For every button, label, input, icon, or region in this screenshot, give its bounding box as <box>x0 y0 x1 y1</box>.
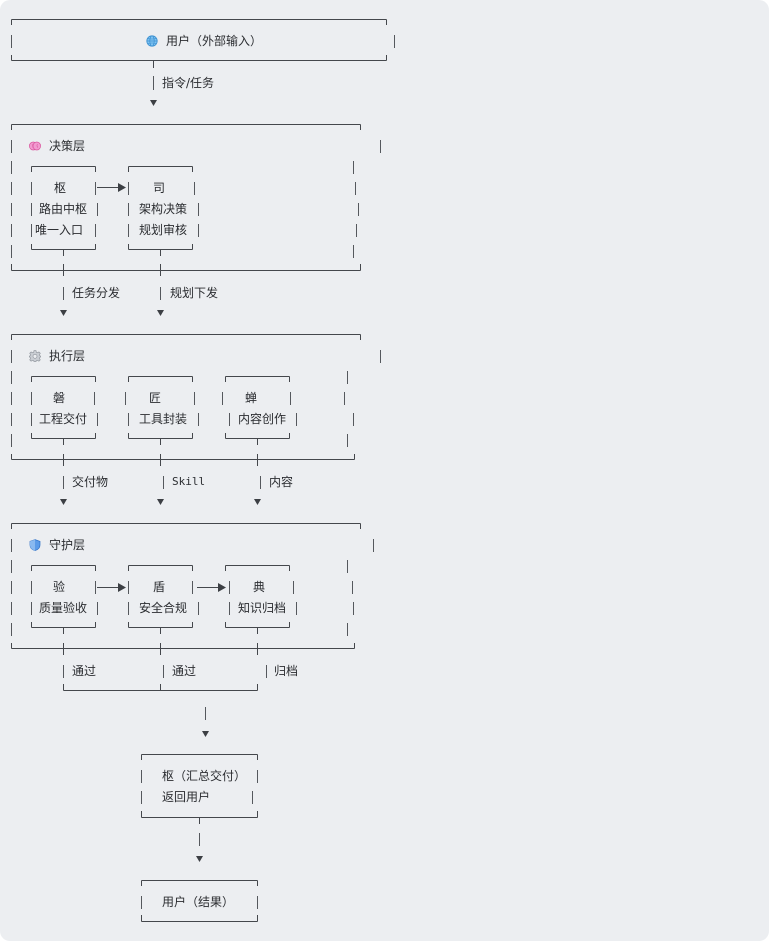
node-dian-line-1: 知识归档 <box>238 601 287 615</box>
guard-to-summary-connectors <box>63 643 267 737</box>
node-shu-line-1: 路由中枢 <box>39 202 88 216</box>
node-pan-name: 磐 <box>53 391 66 405</box>
edge-label-pass-mid: 通过 <box>172 664 197 678</box>
result-user-label: 用户（结果） <box>162 895 235 909</box>
edge-label-command: 指令/任务 <box>162 76 215 90</box>
edge-label-content: 内容 <box>269 475 294 489</box>
node-shu-name: 枢 <box>54 181 67 195</box>
globe-icon <box>146 35 158 47</box>
node-dian-name: 典 <box>253 580 266 594</box>
arrow-yan-to-dun <box>97 583 126 592</box>
edge-label-plan-issue: 规划下发 <box>170 286 219 300</box>
arrow-head <box>150 100 157 106</box>
node-dian-outline <box>225 565 297 634</box>
summary-line-2: 返回用户 <box>162 790 211 804</box>
guard-layer-title: 守护层 <box>49 538 86 552</box>
node-pan-outline <box>31 376 98 445</box>
node-jiang-line-1: 工具封装 <box>139 412 188 426</box>
arrow-shu-to-si <box>97 183 126 192</box>
node-yan-outline <box>31 565 98 634</box>
node-chan-outline <box>222 376 297 445</box>
node-si-line-2: 规划审核 <box>139 223 188 237</box>
node-yan-line-1: 质量验收 <box>39 601 88 615</box>
node-si-name: 司 <box>153 181 166 195</box>
summary-line-1: 枢（汇总交付） <box>162 769 247 783</box>
node-si-line-1: 架构决策 <box>139 202 188 216</box>
node-chan-line-1: 内容创作 <box>238 412 287 426</box>
shield-icon <box>29 539 41 551</box>
node-jiang-name: 匠 <box>149 391 162 405</box>
node-dun-line-1: 安全合规 <box>139 601 188 615</box>
node-jiang-outline <box>125 376 199 445</box>
node-pan-line-1: 工程交付 <box>39 412 88 426</box>
top-user-label: 用户（外部输入） <box>166 34 263 48</box>
node-shu-line-2: 唯一入口 <box>35 223 84 237</box>
edge-label-skill: Skill <box>172 475 206 488</box>
brain-icon <box>29 141 41 151</box>
node-chan-name: 蝉 <box>245 391 258 405</box>
gear-icon <box>29 350 41 362</box>
execution-layer-title: 执行层 <box>49 349 86 363</box>
node-dun-name: 盾 <box>153 580 166 594</box>
decision-layer-title: 决策层 <box>49 139 86 153</box>
edge-label-pass-left: 通过 <box>72 664 97 678</box>
edge-label-deliverable: 交付物 <box>72 475 109 489</box>
node-yan-name: 验 <box>53 580 66 594</box>
edge-label-task-dispatch: 任务分发 <box>72 286 121 300</box>
node-dun-outline <box>128 565 199 634</box>
arrow-dun-to-dian <box>197 583 226 592</box>
edge-label-archive: 归档 <box>274 664 299 678</box>
